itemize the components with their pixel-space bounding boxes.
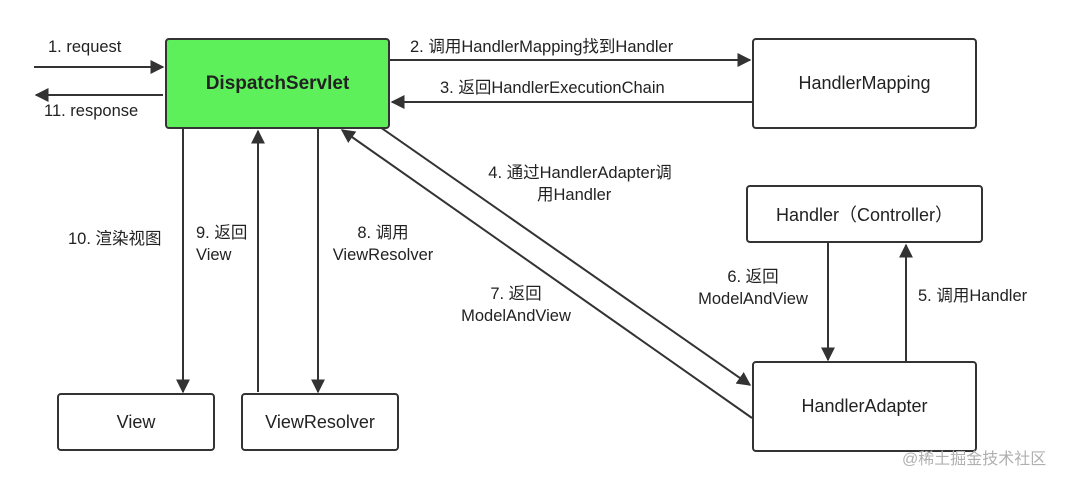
label-return-view-line1: 9. 返回 [196,224,248,242]
node-view-resolver: ViewResolver [241,393,399,451]
label-return-mav-line1: 7. 返回 [490,285,542,303]
node-handler-mapping: HandlerMapping [752,38,977,129]
label-call-viewresolver-line2: ViewResolver [332,246,434,264]
node-dispatch-servlet: DispatchServlet [165,38,390,129]
label-render-view: 10. 渲染视图 [68,230,162,248]
label-call-handler: 5. 调用Handler [918,287,1028,305]
label-call-viewresolver-line1: 8. 调用 [357,224,409,242]
label-call-adapter-line2: 用Handler [537,186,612,204]
arrow-return-modelandview [340,129,753,419]
label-return-mav-line2: ModelAndView [461,307,571,325]
watermark: @稀土掘金技术社区 [902,451,1047,468]
label-response: 11. response [44,102,139,120]
node-handler-controller: Handler（Controller） [746,185,983,243]
label-call-adapter-line1: 4. 通过HandlerAdapter调 [488,164,672,182]
node-view: View [57,393,215,451]
label-return-chain: 3. 返回HandlerExecutionChain [440,79,665,97]
arrow-call-adapter [379,126,752,386]
label-request: 1. request [48,38,122,56]
label-find-handler: 2. 调用HandlerMapping找到Handler [410,38,674,56]
label-return-modelandview: 7. 返回 ModelAndView [446,283,586,327]
label-call-viewresolver: 8. 调用 ViewResolver [318,222,448,266]
label-call-adapter: 4. 通过HandlerAdapter调 用Handler [470,162,690,206]
label-return-view-line2: View [196,246,232,264]
label-return-mav-handler-line1: 6. 返回 [727,268,779,286]
label-return-mav-handler-line2: ModelAndView [698,290,808,308]
label-return-view: 9. 返回 View [196,222,247,266]
label-return-modelandview-handler: 6. 返回 ModelAndView [683,266,823,310]
node-handler-adapter: HandlerAdapter [752,361,977,452]
